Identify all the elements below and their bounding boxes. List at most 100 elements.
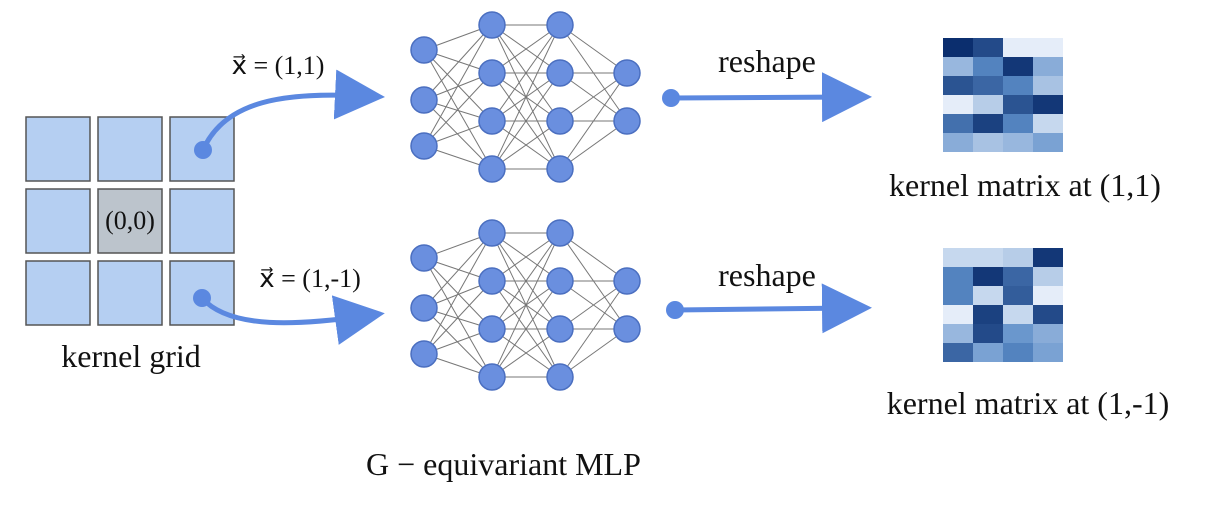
network-node	[410, 294, 438, 322]
matrix-cell	[943, 38, 973, 57]
network-node	[546, 11, 574, 39]
matrix-cell	[973, 248, 1003, 267]
network-node	[613, 315, 641, 343]
network-node	[546, 155, 574, 183]
matrix-label-top: kernel matrix at (1,1)	[889, 167, 1161, 203]
reshape-label-top: reshape	[718, 43, 816, 79]
mlp-network-bottom	[410, 219, 641, 391]
network-edge	[491, 280, 561, 378]
network-edge	[491, 232, 561, 378]
network-node	[546, 59, 574, 87]
grid-cell-1-0	[25, 188, 91, 254]
mlp-network-top	[410, 11, 641, 183]
matrix-cell	[943, 76, 973, 95]
matrix-cell	[973, 38, 1003, 57]
matrix-cell	[973, 133, 1003, 152]
curve-arrow-top	[200, 69, 385, 152]
network-node	[613, 59, 641, 87]
network-node	[546, 315, 574, 343]
network-node	[546, 363, 574, 391]
matrix-cell	[1003, 38, 1033, 57]
matrix-cell	[1033, 133, 1063, 152]
matrix-cell	[1003, 267, 1033, 286]
matrix-cell	[1003, 248, 1033, 267]
matrix-cell	[1033, 38, 1063, 57]
reshape-arrow-top	[670, 72, 872, 123]
grid-cell-1-2	[169, 188, 235, 254]
network-node	[478, 11, 506, 39]
matrix-cell	[973, 114, 1003, 133]
matrix-cell	[973, 324, 1003, 343]
network-edge	[491, 232, 561, 330]
mlp-caption: G − equivariant MLP	[366, 446, 641, 482]
matrix-cell	[1003, 343, 1033, 362]
matrix-cell	[943, 133, 973, 152]
network-edge	[491, 232, 561, 282]
network-edge	[423, 280, 493, 355]
network-edge	[491, 24, 561, 74]
grid-cell-0-1	[97, 116, 163, 182]
kernel-grid: (0,0)	[25, 116, 235, 326]
network-node	[613, 107, 641, 135]
network-edge	[491, 24, 561, 122]
network-node	[410, 132, 438, 160]
matrix-cell	[1033, 248, 1063, 267]
network-node	[478, 107, 506, 135]
grid-cell-2-1	[97, 260, 163, 326]
network-node	[478, 155, 506, 183]
matrix-cell	[1003, 324, 1033, 343]
matrix-cell	[1003, 286, 1033, 305]
network-node	[478, 315, 506, 343]
matrix-cell	[1003, 76, 1033, 95]
x-label-top: x⃗ = (1,1)	[232, 51, 325, 80]
network-node	[410, 36, 438, 64]
network-node	[410, 86, 438, 114]
matrix-cell	[973, 305, 1003, 324]
matrix-cell	[1033, 57, 1063, 76]
grid-cell-2-0	[25, 260, 91, 326]
network-edge	[423, 232, 493, 355]
matrix-cell	[943, 286, 973, 305]
mlp-caption-text: G − equivariant MLP	[366, 446, 641, 482]
network-edge	[423, 24, 493, 101]
matrix-label-bottom: kernel matrix at (1,-1)	[887, 385, 1170, 421]
network-node	[478, 363, 506, 391]
matrix-cell	[943, 343, 973, 362]
matrix-cell	[1033, 95, 1063, 114]
network-edge	[423, 99, 493, 170]
matrix-cell	[1003, 95, 1033, 114]
grid-cell-center	[97, 188, 163, 254]
grid-cell-0-0	[25, 116, 91, 182]
curve-arrow-bottom	[200, 295, 385, 345]
matrix-cell	[1003, 57, 1033, 76]
matrix-cell	[943, 114, 973, 133]
matrix-cell	[1033, 343, 1063, 362]
matrix-cell	[1003, 305, 1033, 324]
matrix-cell	[943, 95, 973, 114]
matrix-cell	[1003, 133, 1033, 152]
matrix-cell	[1033, 324, 1063, 343]
matrix-cell	[943, 57, 973, 76]
network-node	[546, 267, 574, 295]
matrix-cell	[943, 305, 973, 324]
matrix-cell	[1033, 76, 1063, 95]
network-node	[478, 59, 506, 87]
network-node	[613, 267, 641, 295]
x-label-bottom: x⃗ = (1,-1)	[259, 264, 361, 293]
network-node	[478, 219, 506, 247]
network-edge	[559, 280, 628, 378]
network-edge	[491, 120, 561, 170]
network-edge	[423, 24, 493, 147]
kernel-matrix-bottom	[943, 248, 1063, 362]
network-node	[478, 267, 506, 295]
matrix-cell	[1003, 114, 1033, 133]
matrix-cell	[973, 286, 1003, 305]
matrix-cell	[973, 57, 1003, 76]
network-edge	[423, 72, 493, 147]
network-edge	[491, 72, 561, 170]
network-edge	[559, 72, 628, 170]
matrix-cell	[943, 248, 973, 267]
reshape-label-bottom: reshape	[718, 257, 816, 293]
kernel-grid-label: kernel grid	[61, 338, 201, 374]
